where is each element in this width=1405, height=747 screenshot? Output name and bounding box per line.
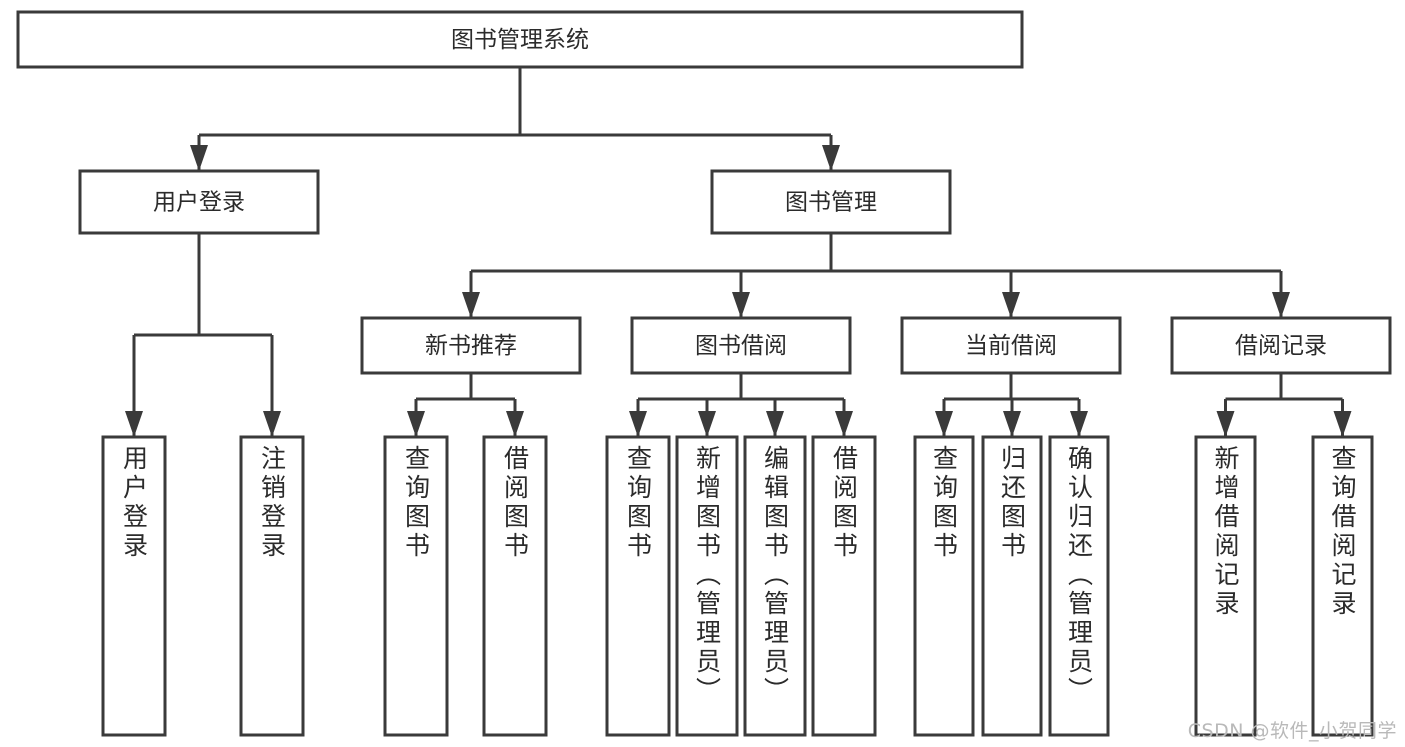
- node-rect[interactable]: [1311, 435, 1374, 737]
- node-label: 当前借阅: [965, 333, 1057, 359]
- arrow-head-icon: [125, 411, 143, 437]
- node-leaf-query-book-3[interactable]: [913, 435, 975, 737]
- arrow-head-icon: [1272, 292, 1290, 318]
- arrow-head-icon: [1216, 411, 1235, 437]
- node-rect[interactable]: [913, 435, 975, 737]
- node-rect[interactable]: [1194, 435, 1257, 737]
- node-rect[interactable]: [710, 169, 952, 235]
- node-rect[interactable]: [101, 435, 167, 737]
- node-leaf-add-borrow-record[interactable]: [1194, 435, 1257, 737]
- node-rect[interactable]: [981, 435, 1043, 737]
- node-label: 图书借阅: [695, 333, 787, 359]
- node-rect[interactable]: [900, 316, 1122, 375]
- node-leaf-add-book-admin[interactable]: [675, 435, 739, 737]
- node-leaf-borrow-book-2[interactable]: [811, 435, 877, 737]
- arrow-head-icon: [935, 411, 953, 437]
- node-book-manage[interactable]: 图书管理: [710, 169, 952, 235]
- node-user-login[interactable]: 用户登录: [78, 169, 320, 235]
- node-label: 图书管理: [785, 190, 877, 216]
- node-rect[interactable]: [1048, 435, 1110, 737]
- node-leaf-borrow-book-1[interactable]: [482, 435, 548, 737]
- node-label: 借阅记录: [1235, 333, 1327, 359]
- arrow-head-icon: [1333, 411, 1352, 437]
- arrow-head-icon: [698, 411, 716, 437]
- node-leaf-query-book-1[interactable]: [383, 435, 449, 737]
- node-rect[interactable]: [16, 10, 1024, 69]
- arrow-head-icon: [462, 292, 480, 318]
- node-leaf-user-login[interactable]: [101, 435, 167, 737]
- node-rect[interactable]: [743, 435, 807, 737]
- node-label: 用户登录: [153, 190, 245, 216]
- arrow-head-icon: [835, 411, 853, 437]
- arrow-head-icon: [263, 411, 281, 437]
- edges-layer: [125, 67, 1352, 437]
- node-rect[interactable]: [239, 435, 305, 737]
- node-rect[interactable]: [630, 316, 852, 375]
- node-rect[interactable]: [360, 316, 582, 375]
- node-leaf-edit-book-admin[interactable]: [743, 435, 807, 737]
- node-rect[interactable]: [811, 435, 877, 737]
- arrow-head-icon: [1003, 411, 1021, 437]
- arrow-head-icon: [1070, 411, 1088, 437]
- node-label: 图书管理系统: [451, 27, 589, 53]
- arrow-head-icon: [629, 411, 647, 437]
- arrow-head-icon: [407, 411, 425, 437]
- node-rect[interactable]: [605, 435, 671, 737]
- node-root[interactable]: 图书管理系统: [16, 10, 1024, 69]
- node-new-book-recommend[interactable]: 新书推荐: [360, 316, 582, 375]
- node-label: 新书推荐: [425, 333, 517, 359]
- node-leaf-confirm-return-admin[interactable]: [1048, 435, 1110, 737]
- node-borrow-record[interactable]: 借阅记录: [1170, 316, 1392, 375]
- arrow-head-icon: [190, 145, 208, 171]
- node-leaf-query-borrow-record[interactable]: [1311, 435, 1374, 737]
- node-leaf-return-book[interactable]: [981, 435, 1043, 737]
- arrow-head-icon: [766, 411, 784, 437]
- node-leaf-query-book-2[interactable]: [605, 435, 671, 737]
- node-rect[interactable]: [482, 435, 548, 737]
- node-leaf-logout[interactable]: [239, 435, 305, 737]
- arrow-head-icon: [732, 292, 750, 318]
- node-book-borrow[interactable]: 图书借阅: [630, 316, 852, 375]
- arrow-head-icon: [1002, 292, 1020, 318]
- arrow-head-icon: [822, 145, 840, 171]
- node-rect[interactable]: [675, 435, 739, 737]
- node-rect[interactable]: [383, 435, 449, 737]
- node-rect[interactable]: [78, 169, 320, 235]
- node-rect[interactable]: [1170, 316, 1392, 375]
- arrow-head-icon: [506, 411, 524, 437]
- node-current-borrow[interactable]: 当前借阅: [900, 316, 1122, 375]
